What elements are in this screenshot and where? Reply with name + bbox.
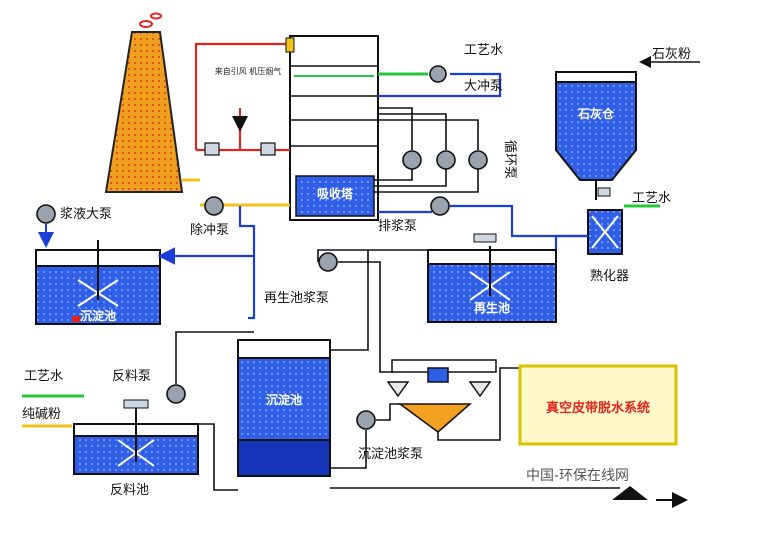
- process-water-right-label: 工艺水: [632, 191, 671, 206]
- clarifier-tank: 沉淀池: [237, 339, 331, 477]
- watermark-text: 中国-环保在线网: [526, 468, 629, 484]
- lime-bin-label: 石灰仓: [577, 106, 615, 121]
- chimney: [104, 12, 184, 193]
- meter-icon: [123, 399, 149, 409]
- thickener-group: [386, 359, 497, 433]
- watermark-logo: [612, 486, 648, 500]
- pump-icon: [36, 204, 56, 224]
- regeneration-tank: 再生池: [427, 233, 557, 323]
- pump-icon: [204, 196, 224, 216]
- process-water-top-label: 工艺水: [464, 43, 503, 58]
- pump-icon: [402, 150, 422, 170]
- process-water-left-label: 工艺水: [24, 369, 63, 384]
- clarifier-tank-label: 沉淀池: [266, 392, 302, 407]
- pump-icon: [468, 150, 488, 170]
- regeneration-tank-label: 再生池: [474, 300, 510, 315]
- circulating-pump-label: 循环泵: [502, 140, 517, 179]
- absorber-tank-label: 吸收塔: [317, 186, 354, 201]
- flue-gas-lines: [182, 37, 295, 207]
- pump-icon: [436, 150, 456, 170]
- curing-device: [587, 187, 623, 255]
- valve-icon: [204, 142, 220, 156]
- vacuum-belt-box: 真空皮带脱水系统: [518, 364, 678, 446]
- oxidation-air-label: 来自引风 机压烟气: [215, 66, 282, 76]
- top-water-line: [378, 72, 502, 98]
- material-pump-label: 反料泵: [112, 369, 151, 384]
- reaction-tank: [73, 399, 199, 475]
- pump-icon: [318, 252, 338, 272]
- curing-device-label: 熟化器: [590, 268, 629, 284]
- pump-icon: [430, 196, 450, 216]
- absorber-tower: 吸收塔: [289, 35, 379, 221]
- lime-powder-label: 石灰粉: [652, 47, 691, 62]
- discharge-pump-label: 排浆泵: [378, 219, 417, 234]
- pump-icon: [356, 410, 376, 430]
- flush-pump-label: 除冲泵: [190, 223, 229, 238]
- soda-ash-label: 纯碱粉: [22, 407, 61, 422]
- regeneration-pump-label: 再生池浆泵: [264, 291, 329, 306]
- settling-pump-label: 沉淀池浆泵: [358, 447, 423, 462]
- meter-icon: [473, 233, 497, 243]
- circulating-pump-left-label: 浆液大泵: [60, 207, 112, 222]
- valve-icon: [260, 142, 276, 156]
- vacuum-belt-label: 真空皮带脱水系统: [546, 400, 650, 416]
- circulation-tank-left: 沉淀池: [35, 240, 161, 325]
- lime-silo: 石灰仓: [555, 71, 637, 200]
- circulation-tank-label: 沉淀池: [80, 308, 116, 323]
- flush-pump-top-label: 大冲泵: [464, 79, 503, 94]
- reaction-tank-label: 反料池: [110, 483, 149, 498]
- pump-icon: [429, 65, 447, 83]
- meter-icon: [597, 187, 611, 197]
- pump-icon: [166, 384, 186, 404]
- circulating-lines: [374, 107, 479, 193]
